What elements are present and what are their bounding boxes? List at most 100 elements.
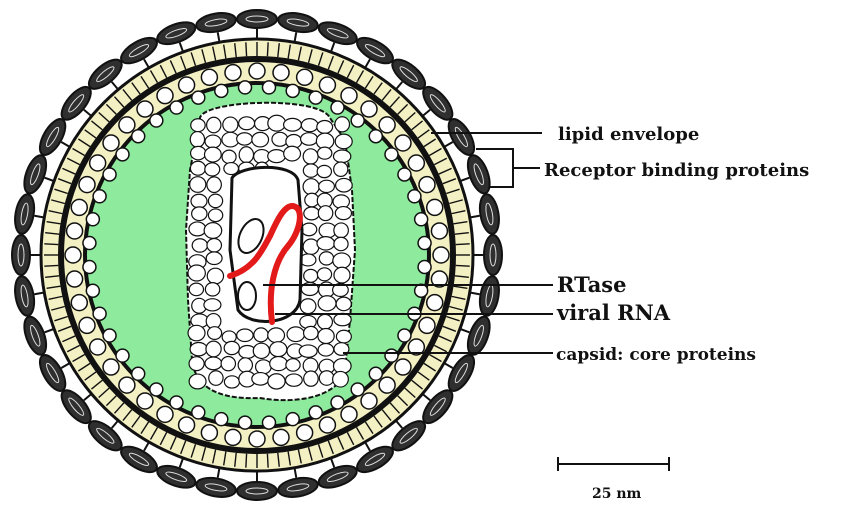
core-subunit [157,406,173,422]
core-protein-cell [268,115,286,131]
core-subunit [79,317,95,333]
core-subunit [309,406,322,419]
core-protein-cell [335,134,352,149]
spike-stalk [444,142,453,147]
core-subunit [179,77,195,93]
core-protein-cell [192,239,207,252]
core-subunit [427,199,443,215]
core-protein-cell [205,357,222,370]
core-protein-cell [207,177,221,193]
core-subunit [419,177,435,193]
core-subunit [103,329,116,342]
receptor-binding-protein [12,235,30,275]
core-subunit [385,148,398,161]
core-protein-cell [284,118,302,131]
core-protein-cell [335,117,350,132]
core-subunit [83,237,96,250]
core-subunit [79,177,95,193]
receptor-binding-protein [353,33,397,69]
receptor-binding-protein [195,10,238,35]
spike-stalk [61,363,70,368]
core-protein-cell [188,265,205,281]
core-protein-cell [204,223,222,239]
core-subunit [215,413,228,426]
capsid-core [186,103,355,400]
core-protein-cell [205,163,220,176]
core-subunit [192,91,205,104]
receptor-binding-protein [12,193,37,236]
spike-stalk [295,32,297,42]
core-subunit [395,359,411,375]
core-subunit [132,130,145,143]
core-protein-cell [252,373,269,386]
core-protein-cell [191,119,205,132]
receptor-binding-protein [20,152,51,196]
core-protein-cell [284,146,301,161]
core-protein-cell [190,161,205,175]
rtase-protein-lower [238,282,256,310]
core-protein-cell [317,120,333,133]
spike-stalk [396,420,402,428]
spike-stalk [180,43,183,52]
core-protein-cell [222,150,236,163]
core-subunit [103,359,119,375]
receptor-binding-protein [353,442,397,478]
core-protein-cell [334,223,349,238]
core-subunit [309,91,322,104]
receptor-binding-protein [477,275,502,318]
core-protein-cell [237,329,253,341]
core-protein-cell [304,326,319,339]
core-subunit [201,425,217,441]
spike-stalk [295,468,297,478]
core-subunit [90,339,106,355]
receptor-binding-protein [117,33,161,69]
core-protein-cell [301,223,316,236]
core-protein-cell [189,222,206,236]
core-subunit [369,130,382,143]
receptor-binding-protein [463,152,494,196]
core-protein-cell [189,374,206,389]
core-protein-cell [303,179,319,195]
label-capsid: capsid: core proteins [556,345,756,365]
core-subunit [379,117,395,133]
spike-stalk [45,329,54,332]
core-protein-cell [318,328,334,343]
spike-stalk [34,293,44,295]
label-rtase: RTase [557,272,627,297]
core-subunit [415,284,428,297]
core-protein-cell [334,267,350,283]
core-protein-cell [256,360,272,374]
scale-bar-label: 25 nm [592,486,642,502]
core-subunit [418,237,431,250]
core-protein-cell [319,180,335,192]
core-protein-cell [301,133,318,146]
receptor-binding-protein [195,475,238,500]
core-protein-cell [207,238,221,252]
lipid-tick [267,42,268,56]
core-protein-cell [190,132,204,148]
receptor-binding-protein [463,314,494,358]
core-subunit [319,77,335,93]
core-protein-cell [304,371,319,386]
core-protein-cell [286,374,303,386]
core-protein-cell [303,149,318,164]
core-protein-cell [205,135,221,148]
spike-stalk [84,110,92,116]
core-subunit [103,135,119,151]
spike-stalk [331,458,334,467]
spike-stalk [144,59,149,68]
receptor-binding-protein [277,475,320,500]
core-subunit [398,329,411,342]
core-subunit [319,417,335,433]
core-subunit [71,199,87,215]
core-subunit [431,223,447,239]
core-protein-cell [304,269,318,282]
core-protein-cell [221,356,235,370]
core-subunit [297,425,313,441]
receptor-binding-protein [484,235,502,275]
core-subunit [341,88,357,104]
core-subunit [103,168,116,181]
receptor-binding-protein [237,10,277,28]
core-subunit [297,69,313,85]
receptor-binding-protein [35,115,71,159]
